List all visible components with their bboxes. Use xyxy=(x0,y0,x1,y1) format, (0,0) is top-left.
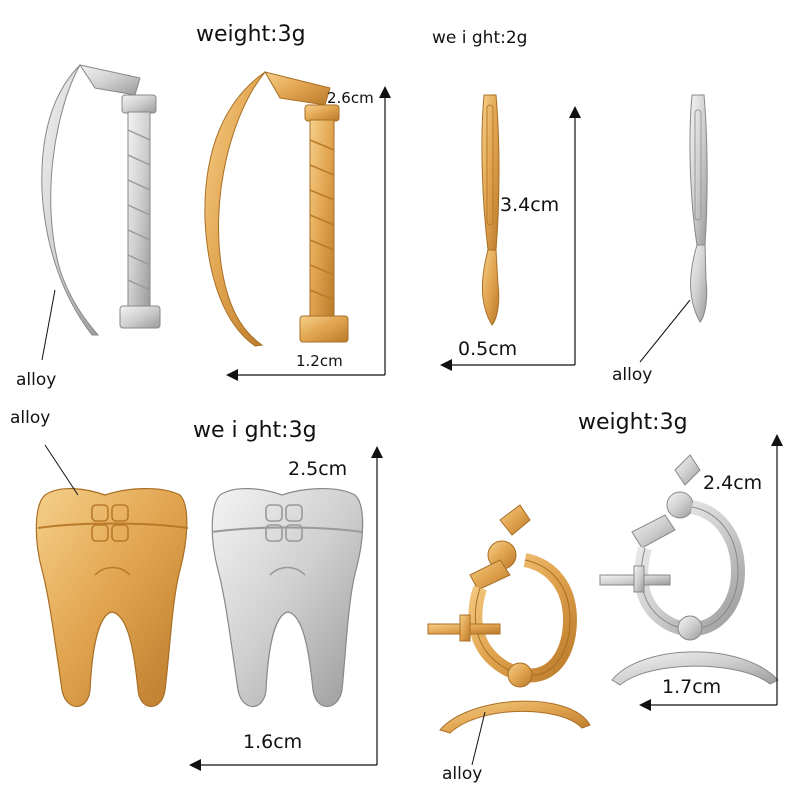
scalpel-silver-pin xyxy=(689,94,708,323)
laryngoscope-width-label: 1.2cm xyxy=(296,352,343,370)
tooth-silver-pin xyxy=(211,487,364,707)
tooth-height-label: 2.5cm xyxy=(288,458,348,480)
laryngoscope-alloy-pointer xyxy=(41,289,56,361)
microscope-alloy-pointer xyxy=(471,711,486,766)
laryngoscope-silver-pin xyxy=(41,64,161,336)
tooth-alloy-label: alloy xyxy=(10,408,51,428)
microscope-silver-pin xyxy=(599,454,779,686)
scalpel-alloy-pointer xyxy=(639,299,691,363)
scalpel-height-label: 3.4cm xyxy=(500,194,560,216)
scalpel-weight-label: we i ght:2g xyxy=(432,28,528,48)
microscope-alloy-label: alloy xyxy=(442,764,483,784)
scalpel-gold-pin xyxy=(481,94,500,326)
scalpel-alloy-label: alloy xyxy=(612,365,653,385)
microscope-width-label: 1.7cm xyxy=(662,676,722,698)
microscope-weight-label: weight:3g xyxy=(578,410,688,435)
microscope-height-label: 2.4cm xyxy=(703,472,763,494)
scalpel-width-label: 0.5cm xyxy=(458,338,518,360)
laryngoscope-weight-label: weight:3g xyxy=(196,22,306,47)
laryngoscope-height-label: 2.6cm xyxy=(327,89,374,107)
tooth-weight-label: we i ght:3g xyxy=(193,418,317,443)
tooth-width-label: 1.6cm xyxy=(243,731,303,753)
laryngoscope-gold-pin xyxy=(204,71,349,347)
tooth-gold-pin xyxy=(35,487,189,707)
tooth-alloy-pointer xyxy=(44,444,79,496)
laryngoscope-alloy-label: alloy xyxy=(16,370,57,390)
microscope-gold-pin xyxy=(427,504,591,734)
